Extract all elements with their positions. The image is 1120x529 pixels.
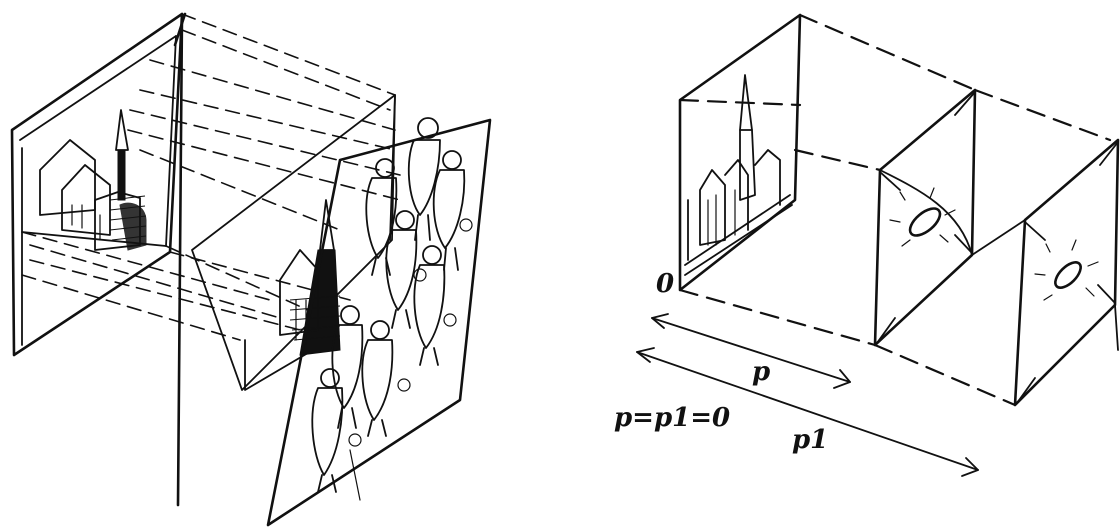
dimension-arrow-p bbox=[651, 313, 851, 389]
figure-6 bbox=[331, 305, 364, 447]
middle-picture-plane bbox=[173, 12, 396, 507]
left-sketch bbox=[10, 12, 492, 527]
figure-7 bbox=[361, 320, 411, 437]
p1-label: p1 bbox=[792, 425, 828, 455]
figure-3 bbox=[365, 158, 398, 276]
p-label: p bbox=[752, 357, 770, 387]
figures-group bbox=[311, 117, 473, 501]
eye-frame-p bbox=[873, 88, 977, 347]
origin-label: 0 bbox=[656, 269, 674, 299]
figure-2 bbox=[432, 150, 473, 271]
church-drawing-middle bbox=[279, 199, 341, 356]
front-picture-plane bbox=[266, 94, 492, 527]
p-equation-label: p=p1=0 bbox=[614, 403, 730, 433]
picture-frame-origin bbox=[678, 13, 802, 292]
projection-lines-left bbox=[21, 13, 401, 341]
eye-frame-p1 bbox=[971, 138, 1120, 407]
figure-8 bbox=[311, 368, 361, 501]
right-sketch: 0 p p=p1=0 p1 bbox=[614, 13, 1120, 477]
viewing-box-dashed-edges bbox=[678, 13, 1112, 407]
back-picture-plane bbox=[10, 12, 184, 357]
figure-5 bbox=[413, 245, 457, 366]
figure-4 bbox=[385, 210, 427, 329]
church-drawing-back bbox=[39, 109, 147, 251]
dimension-arrow-p1 bbox=[636, 347, 979, 477]
figure-1 bbox=[407, 117, 441, 241]
